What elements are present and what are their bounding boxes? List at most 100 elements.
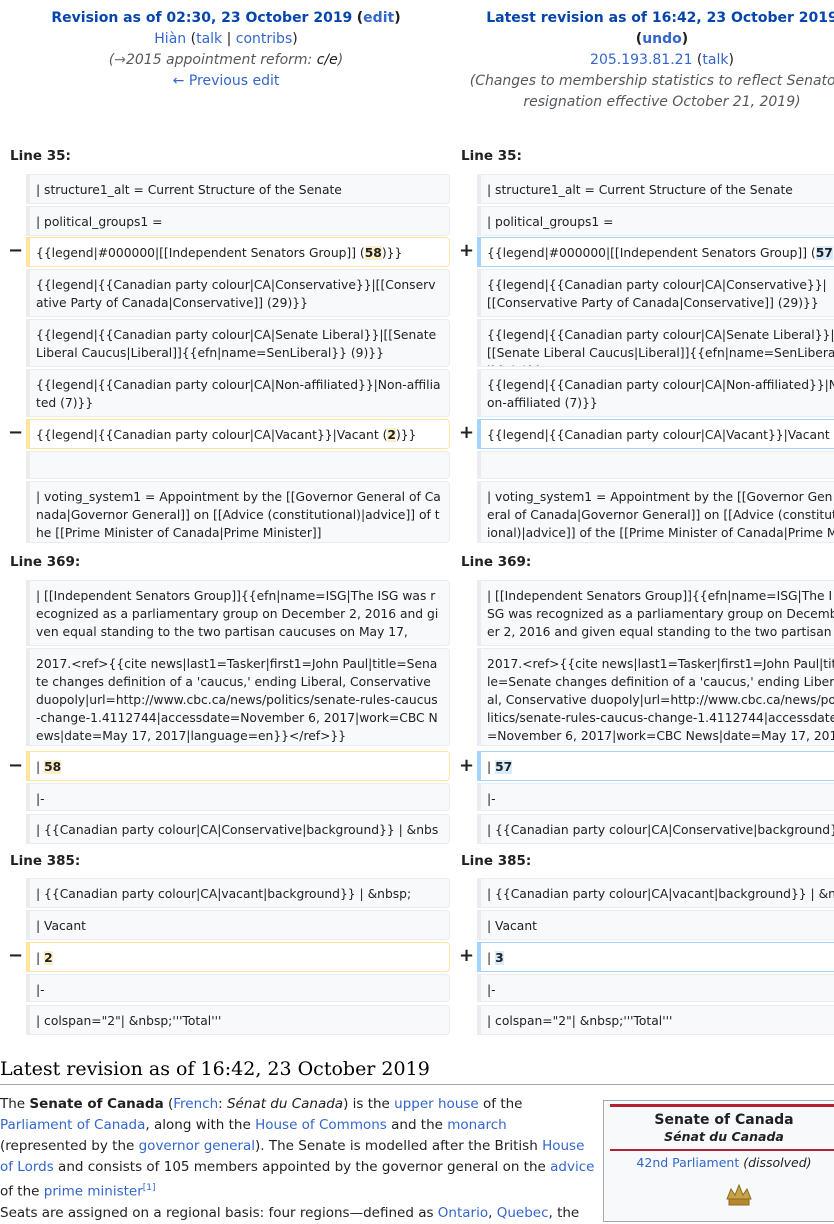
diff-deleted-line: {{legend|{{Canadian party colour|CA|Vaca… xyxy=(26,419,450,449)
governor-general-link[interactable]: governor general xyxy=(138,1138,256,1154)
text: and the xyxy=(386,1117,448,1133)
deleted-text: {{legend|#000000|[[Independent Senators … xyxy=(36,246,365,260)
deleted-line-marker: − xyxy=(8,755,24,776)
diff-context-left: {{legend|{{Canadian party colour|CA|Cons… xyxy=(26,269,450,317)
infobox-top-bar xyxy=(610,1104,834,1107)
new-user-link[interactable]: 205.193.81.21 xyxy=(590,52,693,68)
diff-added-line: | 3 xyxy=(477,942,834,972)
edit-link[interactable]: edit xyxy=(363,10,395,26)
deleted-text-end: )}} xyxy=(381,246,403,260)
diff-context-right: | [[Independent Senators Group]]{{efn|na… xyxy=(477,580,834,646)
article-paragraph: The Senate of Canada (French: Sénat du C… xyxy=(0,1094,595,1224)
new-edit-summary: (Changes to membership statistics to ref… xyxy=(469,73,834,110)
diff-added-line: {{legend|#000000|[[Independent Senators … xyxy=(477,237,834,267)
diff-context-left: | {{Canadian party colour|CA|Conservativ… xyxy=(26,814,450,844)
added-word: 3 xyxy=(495,951,504,965)
diff-context-left: |- xyxy=(26,974,450,1002)
article-heading: Latest revision as of 16:42, 23 October … xyxy=(0,1058,834,1085)
parliament-term-link[interactable]: 42nd Parliament xyxy=(636,1155,740,1170)
diff-context-right: | voting_system1 = Appointment by the [[… xyxy=(477,481,834,543)
deleted-word: 58 xyxy=(364,246,382,260)
added-line-marker: + xyxy=(459,240,475,261)
diff-added-line: | 57 xyxy=(477,751,834,781)
text: of the xyxy=(478,1096,523,1112)
text: : xyxy=(218,1096,227,1112)
line-number-left: Line 35: xyxy=(10,148,71,164)
deleted-word: 2 xyxy=(44,951,53,965)
french-link[interactable]: French xyxy=(173,1096,219,1112)
section-arrow-link[interactable]: → xyxy=(114,52,126,68)
monarch-link[interactable]: monarch xyxy=(447,1117,507,1133)
undo-link[interactable]: undo xyxy=(642,31,682,47)
added-word: 57 xyxy=(495,760,513,774)
diff-context-right: | {{Canadian party colour|CA|vacant|back… xyxy=(477,878,834,908)
line-number-right: Line 369: xyxy=(461,554,532,570)
reference-link[interactable]: [1] xyxy=(142,1183,156,1193)
advice-link[interactable]: advice xyxy=(550,1159,595,1175)
line-number-right: Line 385: xyxy=(461,853,532,869)
old-revision-link[interactable]: Revision as of 02:30, 23 October 2019 xyxy=(51,10,353,26)
deleted-text: {{legend|{{Canadian party colour|CA|Vaca… xyxy=(36,428,388,442)
quebec-link[interactable]: Quebec xyxy=(496,1204,549,1221)
text: ). The Senate is modelled after the Brit… xyxy=(255,1138,543,1154)
parliament-link[interactable]: Parliament of Canada xyxy=(0,1117,146,1133)
diff-context-right: | structure1_alt = Current Structure of … xyxy=(477,174,834,204)
added-text: {{legend|#000000|[[Independent Senators … xyxy=(487,246,816,260)
previous-edit-link[interactable]: ← Previous edit xyxy=(172,73,280,89)
deleted-word: 58 xyxy=(44,760,62,774)
old-user-contribs-link[interactable]: contribs xyxy=(235,31,293,47)
old-revision-header: Revision as of 02:30, 23 October 2019 (e… xyxy=(0,8,452,92)
article-subject: Senate of Canada xyxy=(29,1096,164,1112)
line-number-left: Line 369: xyxy=(10,554,81,570)
added-text-end: )}} xyxy=(833,246,834,260)
infobox-divider xyxy=(610,1149,834,1151)
deleted-line-marker: − xyxy=(8,945,24,966)
deleted-line-marker: − xyxy=(8,422,24,443)
diff-context-right: |- xyxy=(477,783,834,811)
old-edit-summary: (→2015 appointment reform: c/e) xyxy=(108,52,344,68)
summary-section: 2015 appointment reform: xyxy=(125,52,313,68)
deleted-line-marker: − xyxy=(8,240,24,261)
ontario-link[interactable]: Ontario xyxy=(437,1204,489,1221)
text: and consists of 105 members appointed by… xyxy=(53,1159,551,1175)
deleted-text: | xyxy=(36,760,45,774)
text: , the xyxy=(548,1204,580,1221)
upper-house-link[interactable]: upper house xyxy=(394,1096,479,1112)
diff-empty-line xyxy=(477,451,834,479)
commons-link[interactable]: House of Commons xyxy=(255,1117,387,1133)
added-text: | xyxy=(487,951,496,965)
diff-empty-line xyxy=(26,451,450,479)
line-number-right: Line 35: xyxy=(461,148,522,164)
diff-context-left: {{legend|{{Canadian party colour|CA|Non-… xyxy=(26,369,450,417)
diff-context-right: | {{Canadian party colour|CA|Conservativ… xyxy=(477,814,834,844)
text: Seats are assigned on a regional basis: … xyxy=(0,1204,438,1221)
text: of the xyxy=(0,1183,44,1200)
diff-context-left: | colspan="2"| &nbsp;'''Total''' xyxy=(26,1005,450,1035)
diff-deleted-line: | 58 xyxy=(26,751,450,781)
infobox-title: Senate of Canada xyxy=(654,1112,794,1128)
diff-context-right: {{legend|{{Canadian party colour|CA|Cons… xyxy=(477,269,834,317)
diff-context-left: | [[Independent Senators Group]]{{efn|na… xyxy=(26,580,450,646)
added-line-marker: + xyxy=(459,422,475,443)
text: , xyxy=(488,1204,497,1221)
text: , along with the xyxy=(145,1117,256,1133)
diff-context-left: | political_groups1 = xyxy=(26,206,450,236)
diff-context-left: 2017.<ref>{{cite news|last1=Tasker|first… xyxy=(26,648,450,746)
diff-context-left: {{legend|{{Canadian party colour|CA|Sena… xyxy=(26,319,450,367)
prime-minister-link[interactable]: prime minister xyxy=(43,1183,143,1200)
new-revision-link[interactable]: Latest revision as of 16:42, 23 October … xyxy=(486,10,834,26)
old-user-talk-link[interactable]: talk xyxy=(196,31,223,47)
house-of-lords-link[interactable]: House of Lords xyxy=(0,1138,585,1175)
old-user-link[interactable]: Hiàn xyxy=(154,31,187,47)
added-line-marker: + xyxy=(459,945,475,966)
summary-text: c/e xyxy=(316,52,338,68)
diff-context-left: | structure1_alt = Current Structure of … xyxy=(26,174,450,204)
french-name: Sénat du Canada xyxy=(226,1096,344,1112)
diff-context-right: | colspan="2"| &nbsp;'''Total''' xyxy=(477,1005,834,1035)
text: (represented by the xyxy=(0,1138,139,1154)
infobox-subtitle: Sénat du Canada xyxy=(664,1129,784,1144)
new-user-talk-link[interactable]: talk xyxy=(702,52,729,68)
diff-context-right: |- xyxy=(477,974,834,1002)
added-line-marker: + xyxy=(459,755,475,776)
diff-context-right: {{legend|{{Canadian party colour|CA|Sena… xyxy=(477,319,834,367)
